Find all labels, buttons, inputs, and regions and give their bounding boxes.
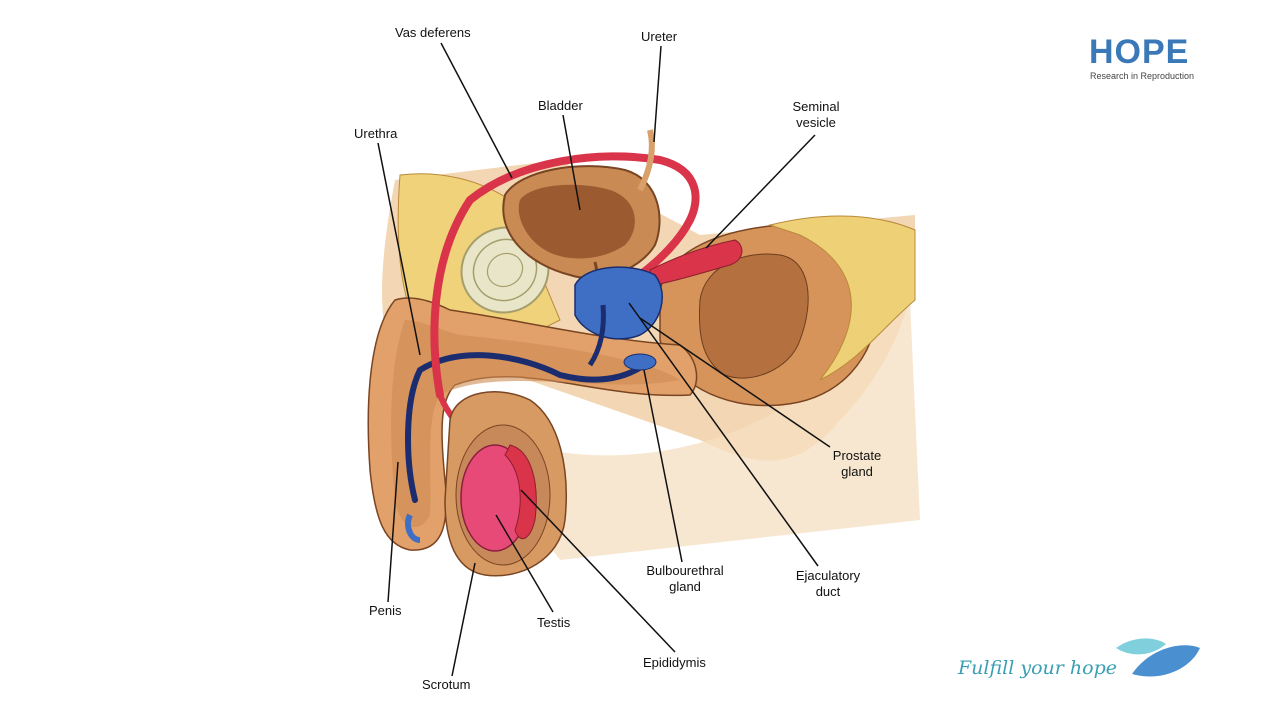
leader-prostate [639,317,831,448]
label-scrotum: Scrotum [422,677,471,692]
label-bladder: Bladder [538,98,583,113]
rectum-inner [698,253,809,379]
logo-wordmark: HOPE [1089,33,1190,71]
vas-deferens-duct [430,152,700,399]
leader-ejaculatory [628,302,819,567]
leaf-large [1132,645,1200,677]
label-ejaculatory-line1: Ejaculatory [795,568,861,583]
penile-urethra [405,352,653,503]
seminal-vesicle [649,239,743,286]
leader-urethra [377,142,421,356]
pubic-bone-core [486,252,524,288]
label-penis: Penis [369,603,402,618]
bladder-lumen [518,184,635,259]
corpus [391,320,680,527]
leader-bladder [562,114,581,211]
label-prostate-line1: Prostate [832,448,882,463]
label-seminal-vesicle-line1: Seminal [792,99,840,114]
prostate-urethra [587,304,606,367]
leader-lines [377,42,831,677]
leader-testis [495,514,554,613]
label-bulbourethral-line1: Bulbourethral [646,563,724,578]
tagline: Fulfill your hope [958,657,1117,679]
label-ejaculatory: Ejaculatory duct [789,568,867,600]
leaf-small [1116,638,1166,655]
leader-vas-deferens [440,42,513,179]
label-urethra: Urethra [354,126,398,141]
label-ureter: Ureter [641,29,678,44]
logo-subtitle: Research in Reproduction [1090,71,1195,81]
label-vas-deferens: Vas deferens [395,25,471,40]
label-prostate-line2: gland [841,464,873,479]
prostate [574,266,663,340]
leader-ureter [653,45,662,143]
leader-bulbourethral [643,369,683,563]
label-bulbourethral: Bulbourethral gland [638,563,732,595]
label-seminal-vesicle: Seminal vesicle [788,99,844,131]
hope-logo: HOPE Research in Reproduction [1089,34,1201,84]
label-testis: Testis [537,615,571,630]
leader-scrotum [451,562,476,677]
label-epididymis: Epididymis [643,655,706,670]
bulbourethral [623,353,657,371]
sacral-fat [768,215,916,381]
leaf-icon [1116,638,1200,677]
epididymis [504,444,537,540]
label-seminal-vesicle-line2: vesicle [796,115,836,130]
ureter-duct [637,129,655,192]
label-prostate: Prostate gland [828,448,886,480]
label-bulbourethral-line2: gland [669,579,701,594]
label-ejaculatory-line2: duct [815,584,841,599]
leader-seminal-vesicle [705,134,816,249]
glans-tip [405,513,421,543]
leader-penis [387,461,399,603]
leader-epididymis [520,489,676,653]
